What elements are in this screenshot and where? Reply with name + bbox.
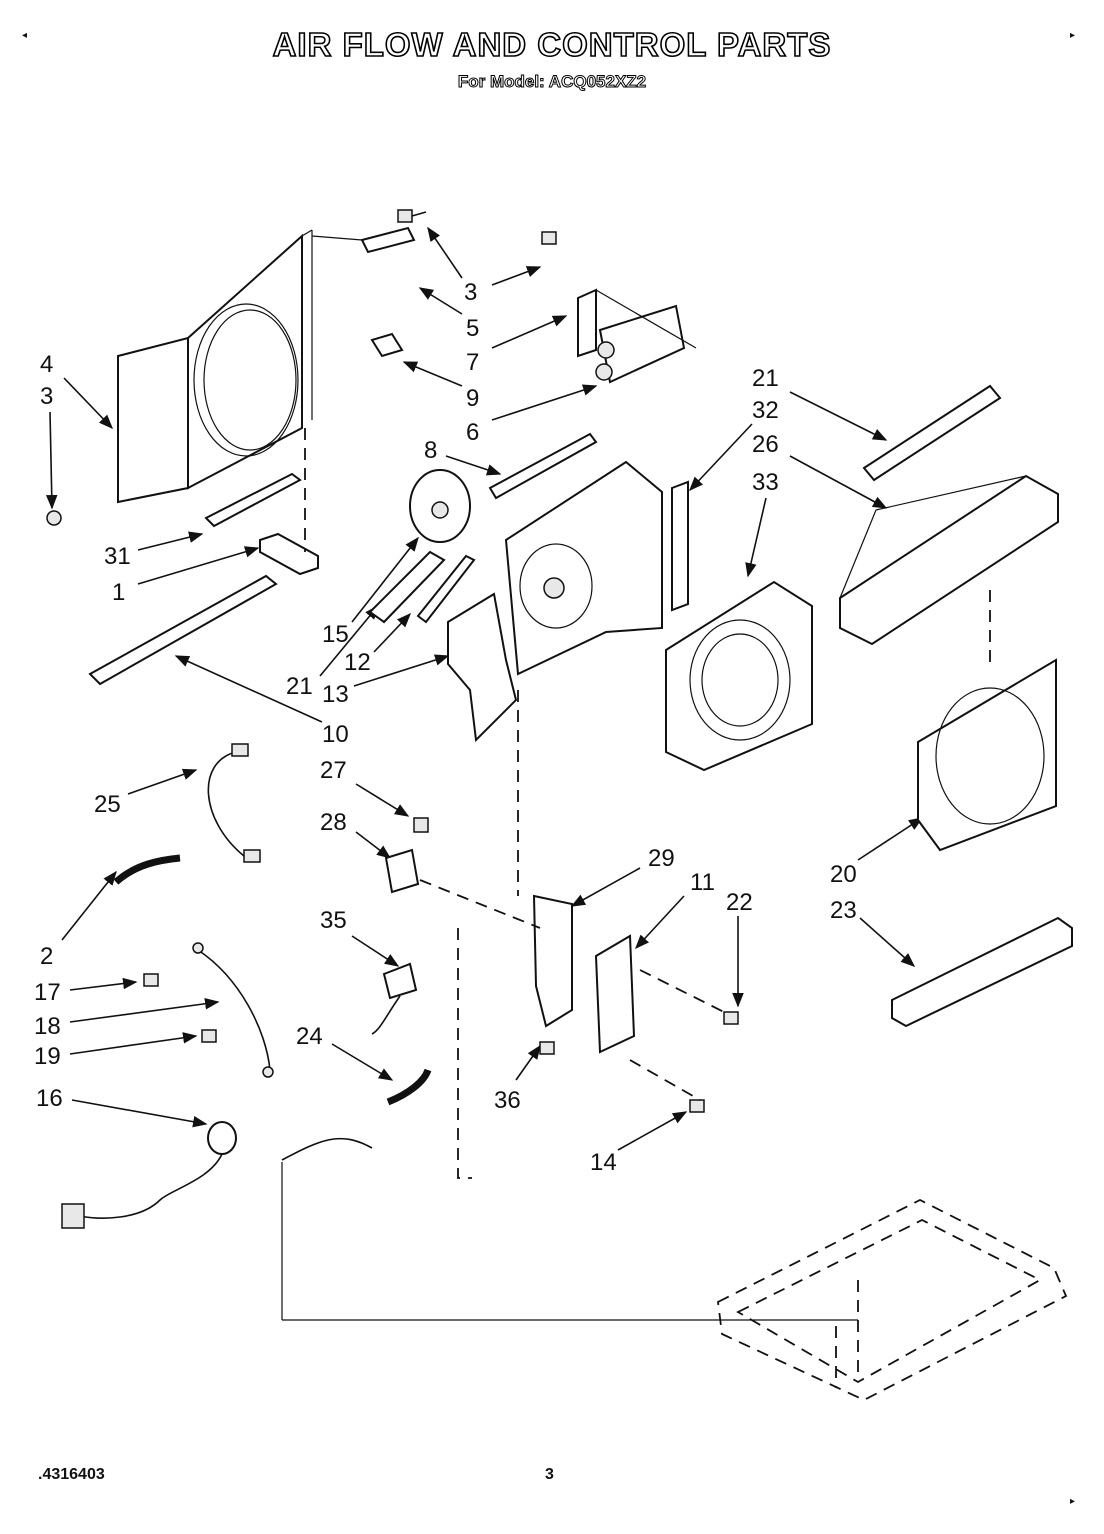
callout-labels: 3 5 7 9 6 4 3 21 32 26 8 33 31 1 15 12 2…: [34, 279, 857, 1176]
callout-36: 36: [494, 1087, 521, 1114]
part-15-fan-blade-hub: [409, 469, 471, 543]
model-subtitle: For Model: ACQ052XZ2: [457, 72, 647, 92]
part-32-foam-strip-vertical: [671, 480, 689, 612]
registration-mark-top-right: ▸: [1070, 30, 1076, 41]
callout-33: 33: [752, 469, 779, 496]
callout-10: 10: [322, 721, 349, 748]
callout-3-left: 3: [40, 383, 53, 410]
part-3-screw-upper-right: [541, 231, 557, 245]
callout-17: 17: [34, 979, 61, 1006]
part-1-block: [259, 532, 319, 576]
part-11-plate: [594, 934, 636, 1054]
part-8-seal-strip: [488, 432, 598, 500]
callout-11: 11: [690, 869, 715, 896]
part-33-blower-scroll: [665, 580, 813, 772]
part-24-hose: [386, 1068, 432, 1106]
leader-lines: [45, 226, 924, 1151]
callout-5: 5: [466, 315, 479, 342]
callout-19: 19: [34, 1043, 61, 1070]
callout-4: 4: [40, 351, 53, 378]
part-21-foam-strip-right: [862, 384, 1002, 482]
callout-1: 1: [112, 579, 125, 606]
callout-18: 18: [34, 1013, 61, 1040]
callout-14: 14: [590, 1149, 617, 1176]
callout-26: 26: [752, 431, 779, 458]
callout-20: 20: [830, 861, 857, 888]
callout-15: 15: [322, 621, 349, 648]
part-4-left-panel: [117, 229, 313, 504]
registration-mark-top-left: ◂: [22, 30, 28, 41]
callout-8: 8: [424, 437, 437, 464]
callout-16: 16: [36, 1085, 63, 1112]
part-12-rail: [416, 554, 476, 624]
part-3-screw-top: [397, 209, 427, 223]
part-27-connector: [413, 817, 429, 833]
part-3-screw-left: [46, 510, 62, 526]
part-6-capacitor: [595, 289, 697, 384]
part-13-motor-bracket: [447, 592, 518, 743]
motor-housing: [504, 460, 663, 676]
part-19-screw: [201, 1029, 217, 1043]
callout-7: 7: [466, 349, 479, 376]
part-18-ground-wire: [192, 942, 274, 1078]
callout-32: 32: [752, 397, 779, 424]
part-7-clamp: [577, 288, 597, 358]
callout-6: 6: [466, 419, 479, 446]
registration-mark-bottom-right: ▸: [1070, 1496, 1076, 1507]
part-29-control-bracket: [532, 894, 573, 1028]
part-22-screw: [723, 1011, 739, 1025]
part-2-hose: [113, 854, 181, 885]
callout-21-right: 21: [752, 365, 779, 392]
callout-22: 22: [726, 889, 753, 916]
callout-25: 25: [94, 791, 121, 818]
part-17-screw: [143, 973, 159, 987]
part-5-bracket: [311, 226, 416, 254]
callout-13: 13: [322, 681, 349, 708]
assembly-reference-lines: [281, 428, 991, 1321]
base-pan-reference: [717, 1198, 1068, 1402]
callout-35: 35: [320, 907, 347, 934]
callout-23: 23: [830, 897, 857, 924]
callout-12: 12: [344, 649, 371, 676]
callout-27: 27: [320, 757, 347, 784]
callout-21-center: 21: [286, 673, 313, 700]
part-14-screw: [689, 1099, 705, 1113]
page-number: 3: [545, 1466, 554, 1483]
part-36-screw: [539, 1041, 555, 1055]
part-21-foam-strip-small: [368, 550, 446, 624]
part-9-small-block: [370, 332, 404, 358]
callout-2: 2: [40, 943, 53, 970]
page-title: AIR FLOW AND CONTROL PARTS: [272, 25, 832, 64]
part-35-thermostat: [371, 962, 418, 1035]
part-16-power-cord: [61, 1121, 373, 1229]
callout-28: 28: [320, 809, 347, 836]
part-26-air-duct: [839, 474, 1059, 646]
part-25-wire-harness: [207, 743, 261, 863]
callout-29: 29: [648, 845, 675, 872]
callout-9: 9: [466, 385, 479, 412]
part-20-panel-right: [917, 658, 1057, 852]
part-23-drain-channel: [891, 916, 1073, 1028]
document-number: .4316403: [38, 1466, 105, 1483]
callout-31: 31: [104, 543, 131, 570]
callout-3-top: 3: [464, 279, 477, 306]
part-10-long-strip: [88, 574, 278, 686]
part-28-switch: [384, 848, 420, 894]
callout-24: 24: [296, 1023, 323, 1050]
part-31-foam-strip: [204, 472, 302, 528]
